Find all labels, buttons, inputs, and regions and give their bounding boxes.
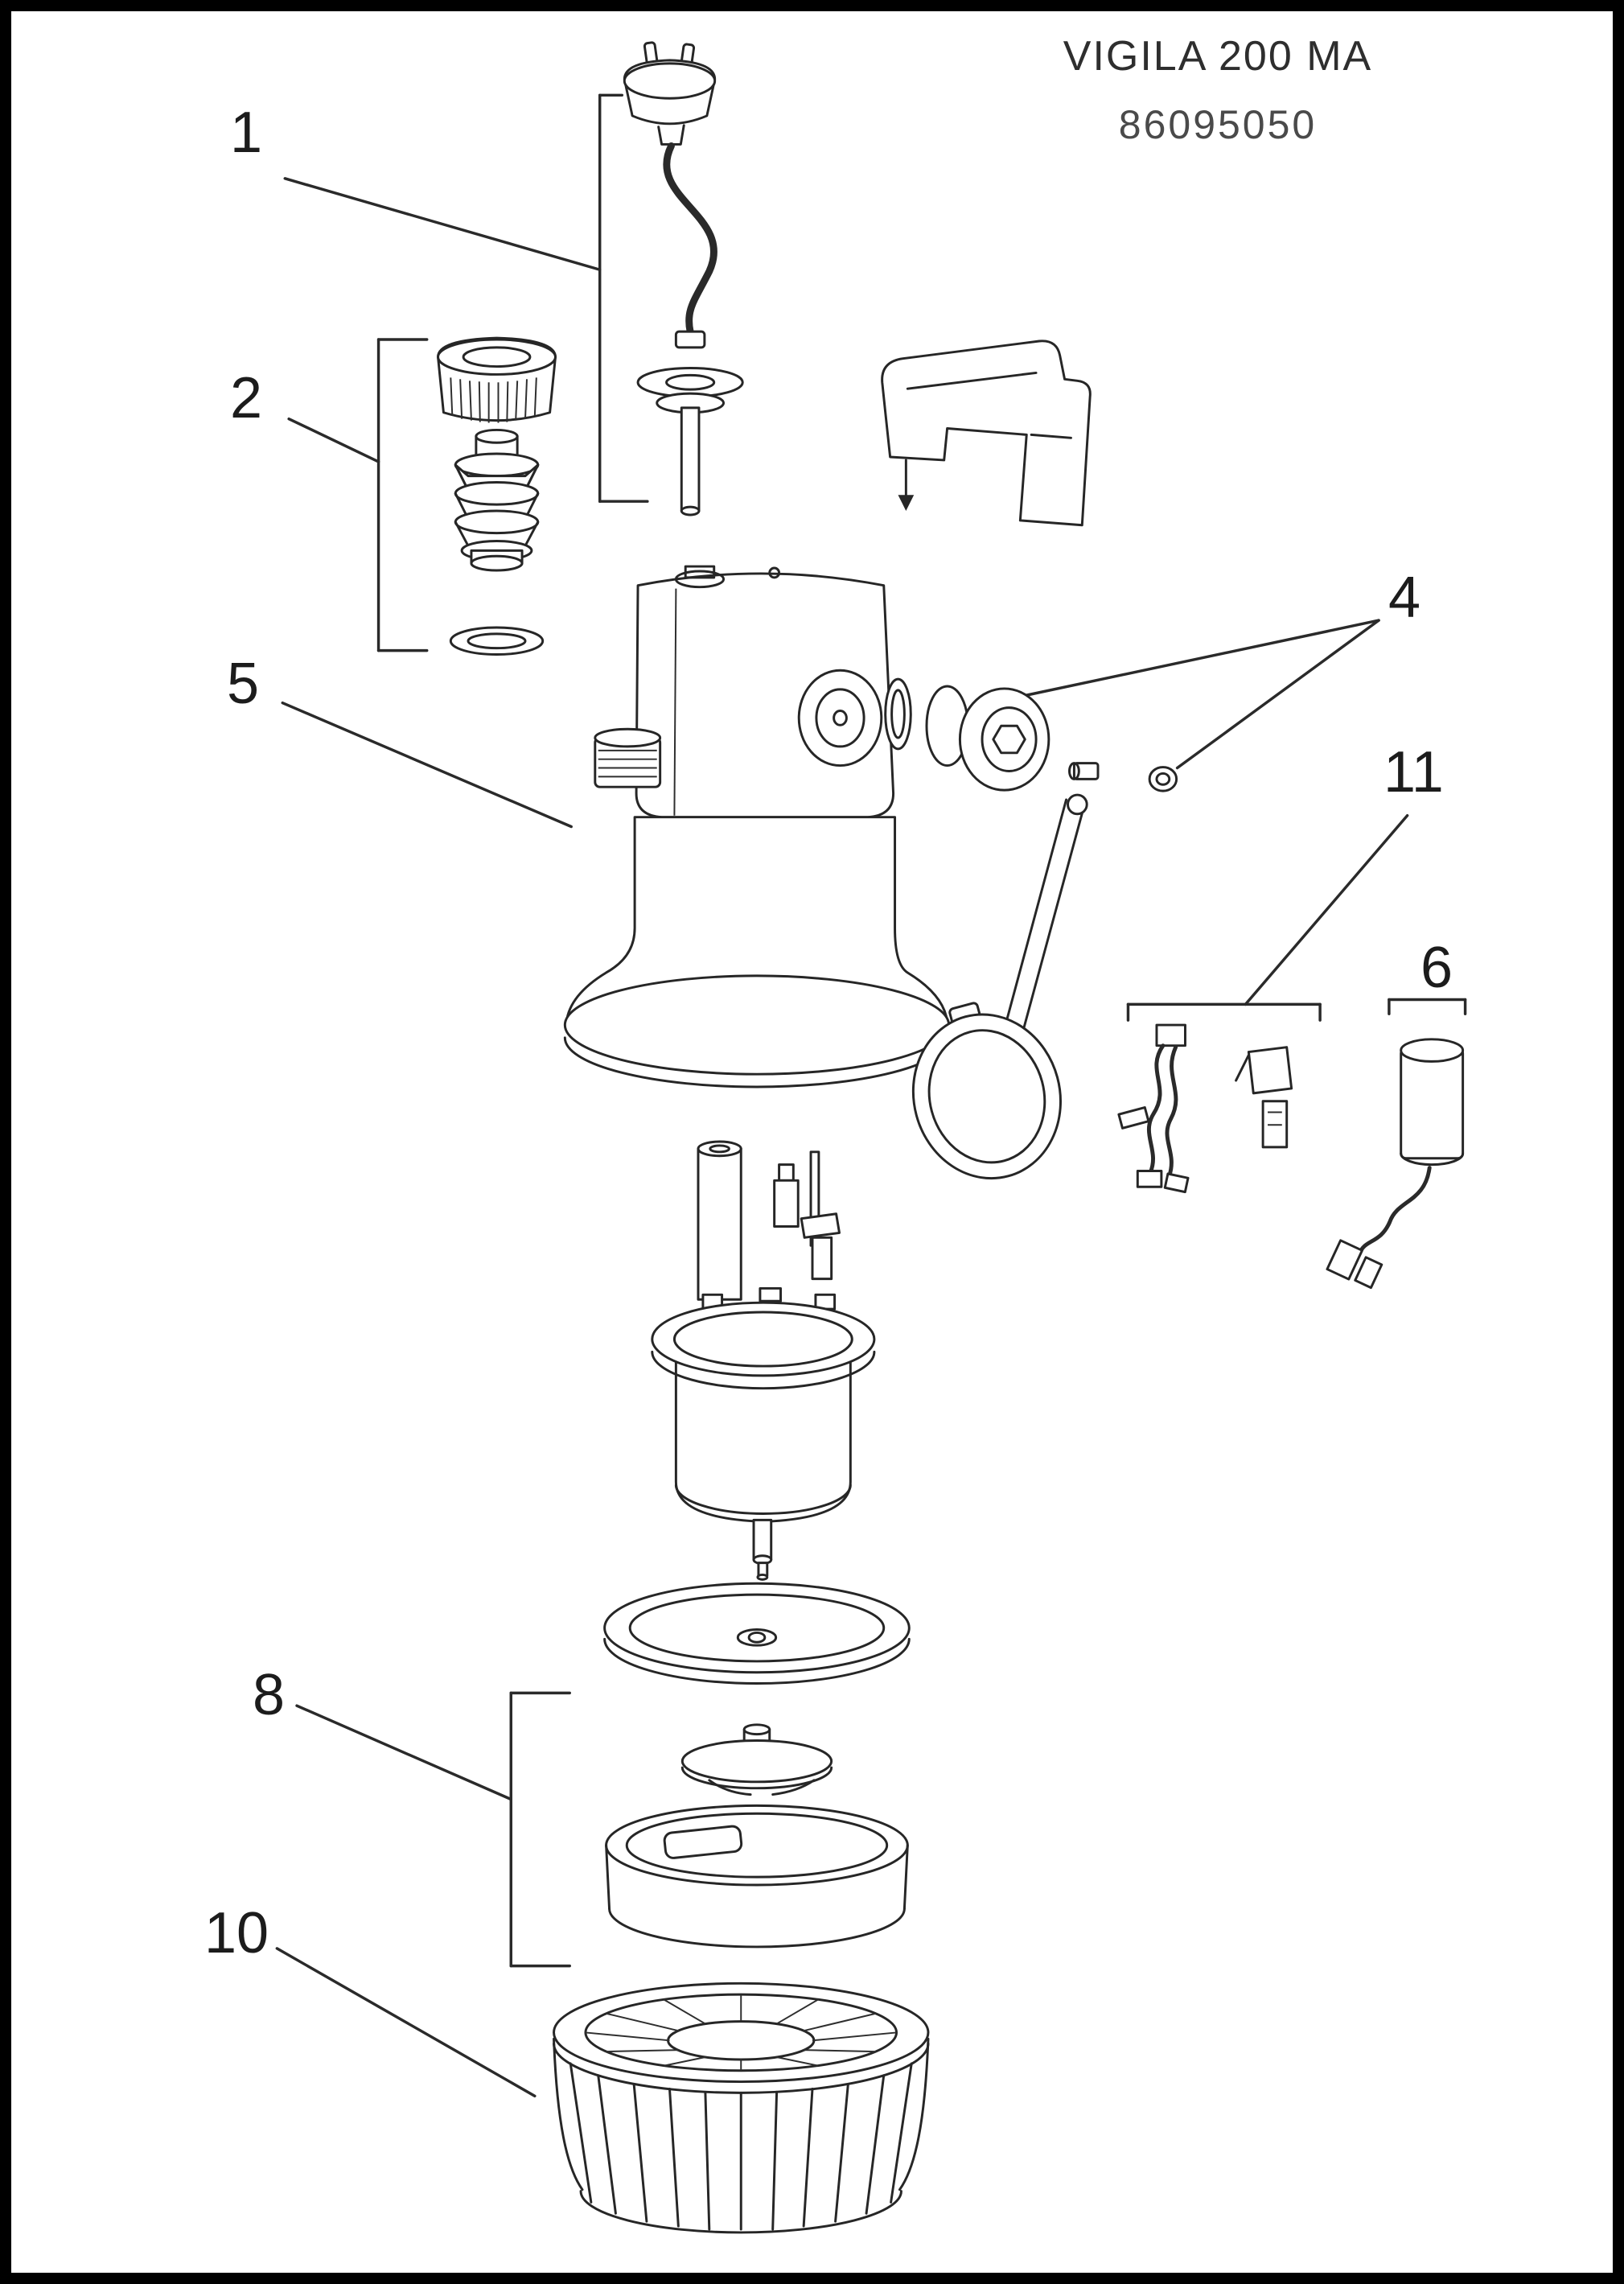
knurl-lines [450, 377, 537, 423]
callout-4: 4 [1388, 566, 1421, 630]
handle [881, 340, 1092, 527]
callout-leader-lines [275, 93, 1467, 2098]
thread-lines [598, 749, 657, 778]
callout-11: 11 [1383, 740, 1444, 805]
wiring-harness [1117, 1023, 1293, 1194]
exploded-view-drawing [275, 41, 1467, 2234]
diffuser-bowl [605, 1804, 909, 1949]
title-block: VIGILA 200 MA 86095050 [952, 32, 1483, 148]
float-ball [911, 1002, 1062, 1180]
callout-1: 1 [230, 101, 263, 165]
motor-assembly [651, 1140, 876, 1581]
callout-8: 8 [253, 1663, 286, 1727]
seal-plate [603, 1582, 911, 1685]
power-cord-plug [623, 41, 744, 516]
outlet-port [797, 669, 883, 768]
callout-6: 6 [1420, 936, 1453, 1000]
callout-2: 2 [230, 366, 263, 430]
callout-10: 10 [204, 1901, 269, 1965]
callout-5: 5 [227, 652, 260, 716]
hose-connector-kit [437, 336, 557, 656]
pump-body [563, 565, 951, 1089]
capacitor [1326, 1038, 1465, 1290]
strainer-ribs [569, 2062, 913, 2231]
part-code: 86095050 [1118, 102, 1318, 147]
impeller [680, 1723, 833, 1796]
model-title: VIGILA 200 MA [1063, 33, 1373, 80]
strainer-base [553, 1982, 930, 2234]
float-switch-assembly [884, 677, 1178, 1180]
strainer-slots [585, 1994, 897, 2071]
